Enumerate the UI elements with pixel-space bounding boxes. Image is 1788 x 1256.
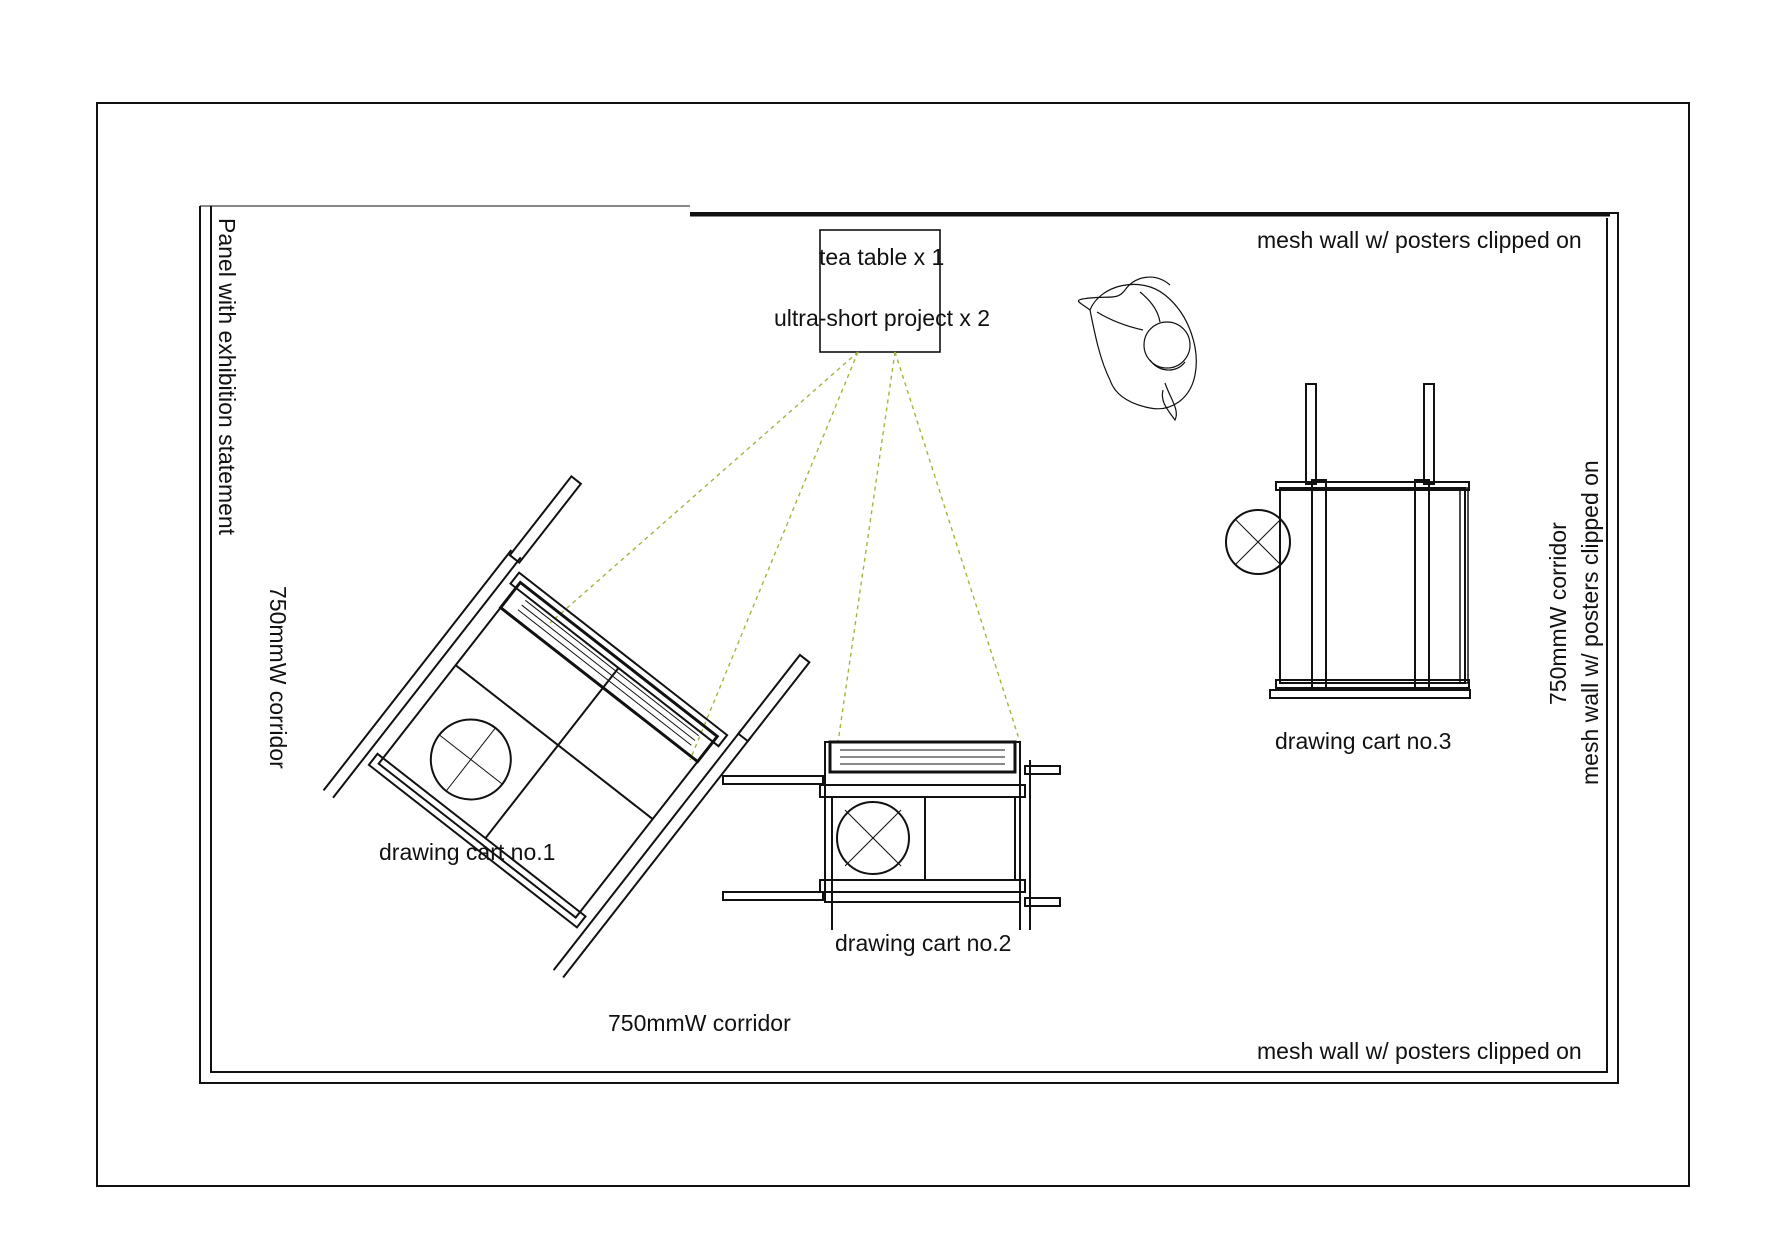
mesh-wall-top-label: mesh wall w/ posters clipped on bbox=[1257, 227, 1582, 253]
mesh-wall-right-label: mesh wall w/ posters clipped on bbox=[1577, 460, 1603, 785]
corridor-right-label: 750mmW corridor bbox=[1545, 522, 1571, 705]
drawing-cart-2 bbox=[722, 740, 1061, 930]
tea-table bbox=[819, 229, 941, 353]
projection-lines bbox=[549, 351, 1021, 761]
person-figure bbox=[1077, 276, 1197, 422]
mesh-wall-bottom-label: mesh wall w/ posters clipped on bbox=[1257, 1038, 1582, 1064]
corridor-left-label: 750mmW corridor bbox=[265, 586, 291, 769]
drawing-cart-1 bbox=[322, 475, 811, 979]
cart2-label: drawing cart no.2 bbox=[835, 930, 1011, 956]
corridor-bottom-label: 750mmW corridor bbox=[608, 1010, 791, 1036]
projector-label: ultra-short project x 2 bbox=[774, 305, 990, 331]
cart3-label: drawing cart no.3 bbox=[1275, 728, 1451, 754]
panel-label: Panel with exhibition statement bbox=[214, 218, 240, 536]
tea-table-label: tea table x 1 bbox=[819, 244, 944, 270]
sheet-frame bbox=[96, 102, 1690, 1187]
room-boundary bbox=[199, 205, 1619, 1084]
cart1-label: drawing cart no.1 bbox=[379, 839, 555, 865]
drawing-cart-3 bbox=[1225, 383, 1471, 699]
